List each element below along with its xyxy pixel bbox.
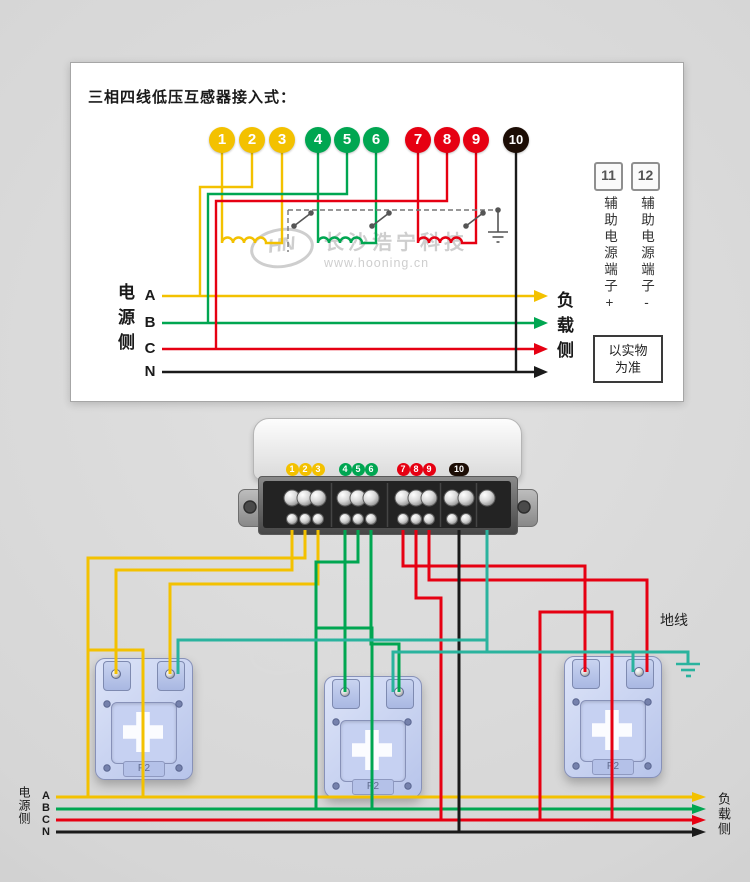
meter-terminal-chip-8: 8 [409, 462, 423, 476]
meter-ear-screws [243, 500, 531, 514]
schematic-phase-b-wires [162, 152, 534, 325]
meter-terminal-chip-4: 4 [338, 462, 352, 476]
note-box: 以实物 为准 [593, 335, 663, 383]
phase-a-wires [56, 530, 692, 799]
meter-terminal-chip-7: 7 [396, 462, 410, 476]
meter-terminal-chip-1: 1 [285, 462, 299, 476]
terminal-8: 8 [434, 127, 460, 153]
meter-strip-dividers [330, 483, 478, 527]
source-side-label-top: 电源侧 [115, 283, 134, 358]
aux-terminal-11: 11 [594, 162, 623, 191]
meter-terminal-chip-3: 3 [311, 462, 325, 476]
phase-n-label-top: N [144, 363, 156, 380]
load-side-label-bottom: 负载侧 [716, 792, 731, 837]
meter-terminal-chip-10: 10 [449, 462, 469, 476]
schematic-phase-a-wires [162, 152, 534, 298]
aux-terminal-12: 12 [631, 162, 660, 191]
phase-b-wires [56, 530, 692, 811]
panel-title: 三相四线低压互感器接入式： [88, 89, 297, 106]
phase-b-label-bottom: B [42, 802, 50, 814]
meter-terminal-chip-2: 2 [298, 462, 312, 476]
ct-screws [103, 667, 652, 790]
meter-internal-dashed-links [287, 209, 498, 252]
voltage-link-switches [291, 210, 486, 229]
terminal-1: 1 [209, 127, 235, 153]
schematic-phase-c-wires [162, 152, 534, 351]
meter-terminal-chip-5: 5 [351, 462, 365, 476]
schematic-neutral-wires [162, 152, 534, 374]
ct-common-ground-wires [176, 530, 690, 692]
phase-n-label-bottom: N [42, 826, 50, 838]
meter-terminal-screws [283, 489, 496, 525]
phase-c-label-bottom: C [42, 814, 50, 826]
note-line-1: 以实物 [608, 343, 648, 358]
phase-c-label-top: C [144, 340, 156, 357]
terminal-7: 7 [405, 127, 431, 153]
terminal-5: 5 [334, 127, 360, 153]
source-side-label-bottom: 电源侧 [17, 786, 31, 825]
phase-a-label-top: A [144, 287, 156, 304]
schematic-arrows [534, 290, 548, 378]
terminal-2: 2 [239, 127, 265, 153]
terminal-6: 6 [363, 127, 389, 153]
aux-label-11: 辅助电源端子+ [602, 196, 617, 313]
note-line-2: 为准 [614, 360, 641, 375]
terminal-3: 3 [269, 127, 295, 153]
phase-a-label-bottom: A [42, 790, 50, 802]
ground-label: 地线 [660, 612, 688, 628]
terminal-10: 10 [503, 127, 529, 153]
schematic-ground-symbol [488, 207, 508, 243]
aux-label-12: 辅助电源端子- [639, 196, 654, 313]
load-side-label-top: 负载侧 [554, 291, 573, 366]
phase-b-label-top: B [144, 314, 156, 331]
terminal-4: 4 [305, 127, 331, 153]
load-side-arrows [692, 792, 706, 837]
ground-symbol [676, 662, 700, 678]
neutral-wires [56, 530, 692, 834]
meter-terminal-chip-9: 9 [422, 462, 436, 476]
phase-c-wires [56, 530, 692, 822]
terminal-9: 9 [463, 127, 489, 153]
meter-terminal-chip-6: 6 [364, 462, 378, 476]
